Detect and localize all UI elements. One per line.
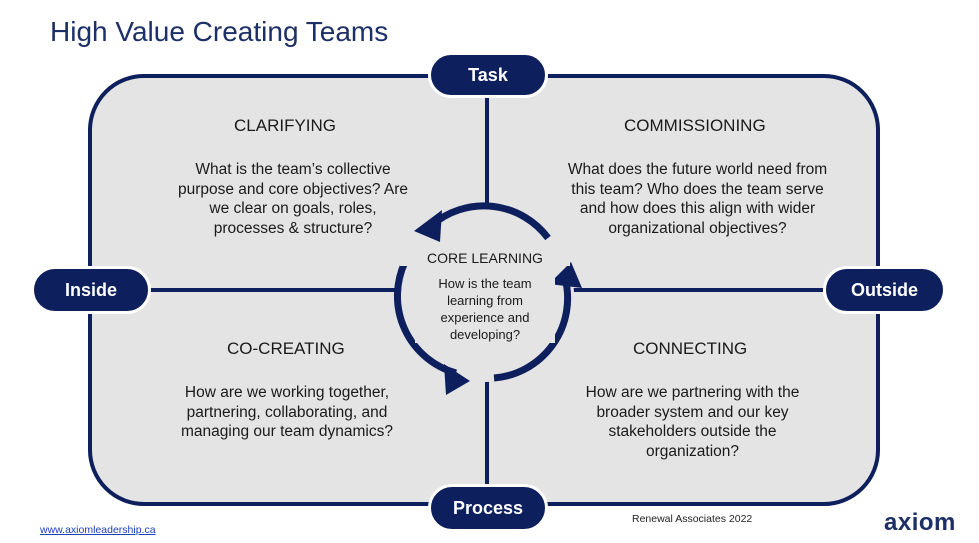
- quadrant-text-commissioning: What does the future world need from thi…: [567, 161, 828, 237]
- quadrant-text-clarifying: What is the team’s collective purpose an…: [177, 161, 409, 237]
- quadrant-title-clarifying: CLARIFYING: [234, 116, 337, 135]
- quadrant-text-co-creating: How are we working together, partnering,…: [181, 384, 393, 440]
- core-learning-text: How is the team learning from experience…: [415, 275, 555, 343]
- quadrant-text-connecting: How are we partnering with the broader s…: [585, 384, 800, 460]
- page-title: High Value Creating Teams: [50, 16, 389, 47]
- quadrant-title-connecting: CONNECTING: [633, 339, 748, 358]
- credit-text: Renewal Associates 2022: [632, 513, 753, 525]
- website-link[interactable]: www.axiomleadership.ca: [40, 524, 156, 536]
- axis-label-outside: Outside: [823, 266, 946, 314]
- quadrant-title-commissioning: COMMISSIONING: [624, 116, 766, 135]
- core-learning-title: CORE LEARNING: [400, 250, 570, 266]
- axiom-logo: axiom: [884, 509, 956, 536]
- quadrant-title-co-creating: CO-CREATING: [227, 339, 345, 358]
- axis-label-task: Task: [428, 52, 548, 98]
- axis-label-inside: Inside: [31, 266, 151, 314]
- axis-label-process: Process: [428, 484, 548, 532]
